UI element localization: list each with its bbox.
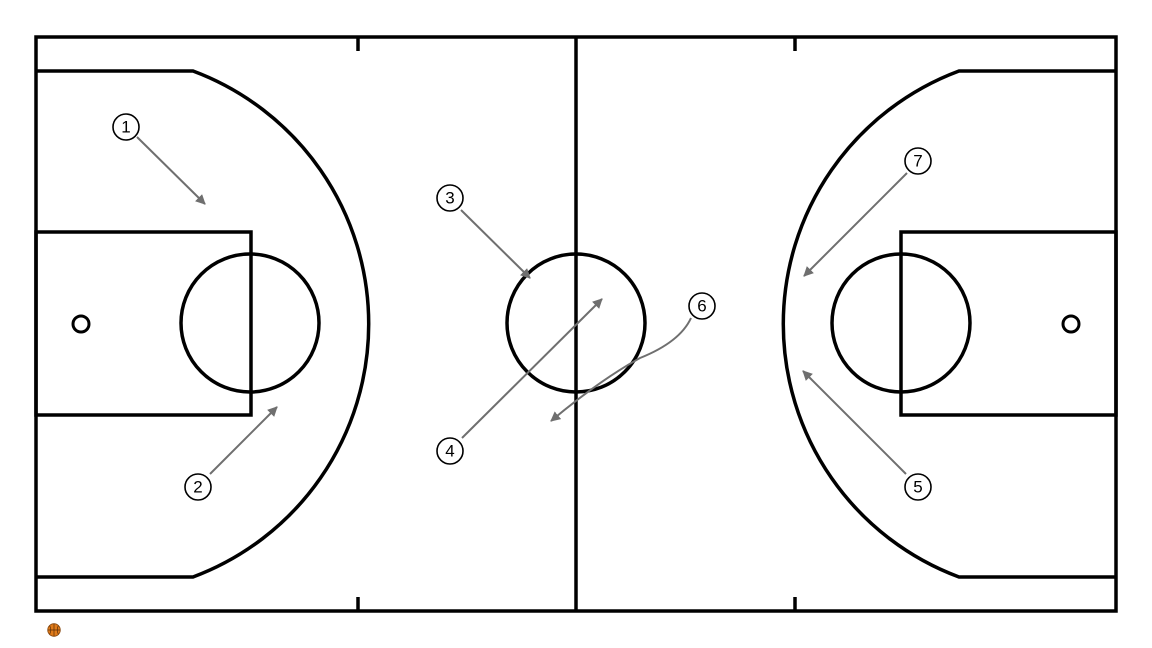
basketball-icon	[47, 623, 61, 637]
player-7-movement-arrow	[803, 172, 908, 277]
left-key	[34, 230, 253, 417]
center-circle	[505, 252, 647, 394]
player-4-label: 4	[445, 442, 454, 461]
player-6-movement-arrow	[550, 317, 692, 422]
player-1-marker: 1	[112, 113, 140, 141]
player-3-movement-arrow	[460, 209, 531, 279]
right-free-throw-circle	[830, 252, 972, 394]
player-4-movement-arrow	[461, 298, 603, 439]
player-2-label: 2	[193, 478, 202, 497]
player-5-movement-arrow	[802, 370, 907, 475]
player-2-movement-arrow	[209, 406, 278, 475]
player-4-marker: 4	[436, 437, 464, 465]
player-3-marker: 3	[436, 184, 464, 212]
player-6-label: 6	[697, 297, 706, 316]
player-7-label: 7	[913, 152, 922, 171]
player-1-movement-arrow	[136, 136, 206, 205]
right-basket	[1061, 314, 1081, 334]
right-three-point-line	[781, 69, 1116, 579]
player-6-marker: 6	[688, 292, 716, 320]
player-5-marker: 5	[904, 473, 932, 501]
left-three-point-line	[36, 69, 371, 579]
player-3-label: 3	[445, 189, 454, 208]
player-5-label: 5	[913, 478, 922, 497]
right-key	[899, 230, 1118, 417]
player-2-marker: 2	[184, 473, 212, 501]
left-free-throw-circle	[179, 252, 321, 394]
left-basket	[71, 314, 91, 334]
player-1-label: 1	[121, 118, 130, 137]
player-7-marker: 7	[904, 147, 932, 175]
